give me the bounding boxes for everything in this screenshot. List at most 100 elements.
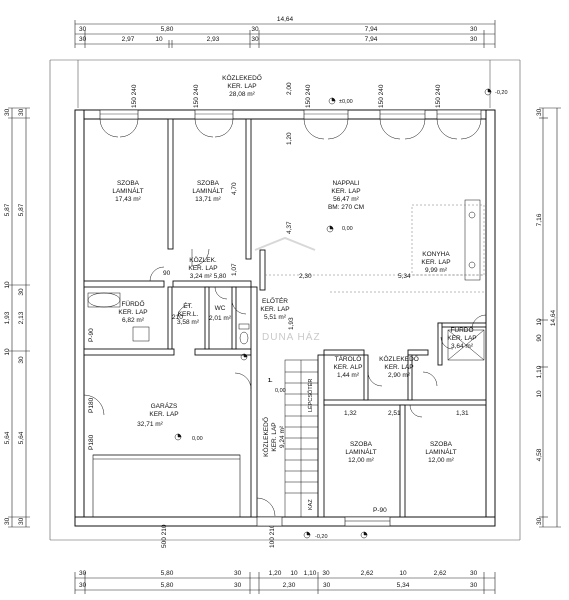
dim-bot-r1-d: 1,20: [269, 570, 282, 577]
dim-4-37: 4,37: [286, 221, 293, 234]
level-outside-bottom-label: -0,20: [315, 534, 328, 540]
dim-2-00: 2,00: [286, 82, 293, 95]
dim-bot-r1-h: 2,62: [361, 570, 374, 577]
kitchen-zone: [265, 204, 486, 293]
level-living-label: 0,00: [342, 226, 353, 232]
room-name: KÖZLEK.: [189, 256, 217, 264]
dim-bot-r2-f: 5,34: [397, 582, 410, 589]
left-dimensions: [8, 107, 30, 528]
room-area: 9,24 m²: [279, 425, 286, 448]
dim-210: 210: [172, 314, 183, 321]
dim-90: 90: [163, 270, 171, 277]
dim-left-r1-e: 10: [4, 348, 11, 356]
dim-left-r1-g: 30: [4, 517, 11, 525]
room-area: 56,47 m²: [333, 196, 359, 203]
watermark-text: DUNA HÁZ: [262, 330, 321, 343]
door-tag-p180-1: P180: [88, 397, 95, 413]
door-swings: [83, 248, 487, 517]
bottom-window: [344, 516, 391, 527]
room-floor: KER. LAP: [260, 306, 289, 313]
level-garage-label: 0,00: [192, 436, 203, 442]
dim-1-07: 1,07: [231, 263, 238, 276]
bottom-dimensions: [74, 572, 496, 594]
room-name: NAPPALI: [333, 180, 360, 187]
room-floor: KER. ALP: [334, 364, 363, 371]
room-name: SZOBA: [350, 441, 373, 448]
door-tag-p90-bottom: P-90: [373, 507, 387, 514]
dim-left-r2-g: 30: [18, 517, 25, 525]
door-tag-p180-2: P180: [88, 434, 95, 450]
dim-right-r1-e: 1,10: [536, 365, 543, 378]
room-area: 13,71 m²: [195, 196, 221, 203]
room-area: 1,44 m²: [337, 372, 360, 379]
room-area: 9,99 m²: [425, 267, 448, 274]
window-swings: [99, 118, 482, 140]
level-stair-label: 0,00: [275, 388, 286, 394]
room-storage: TÁROLÓ KER. ALP 1,44 m²: [334, 354, 363, 379]
dim-right-r1-c: 10: [536, 318, 543, 326]
room-floor: KER. LAP: [188, 265, 217, 272]
dim-top-r1-b: 5,80: [161, 26, 174, 33]
dim-top-r2-e: 30: [251, 36, 259, 43]
dim-right-r1-b: 7,16: [536, 213, 543, 226]
interior-walls: [83, 118, 487, 518]
dim-right-r1-h: 30: [536, 517, 543, 525]
room-name: TÁROLÓ: [335, 354, 362, 363]
dim-bot-r1-i: 10: [399, 570, 407, 577]
window-tag-3: 150 240: [305, 84, 312, 108]
dim-bot-r2-a: 30: [79, 582, 87, 589]
room-area: 3,64 m²: [451, 343, 474, 350]
room-name: FÜRDŐ: [121, 299, 144, 308]
room-name: GARÁZS: [151, 401, 178, 410]
room-bedroom-3: SZOBA LAMINÁLT 12,00 m²: [345, 441, 376, 464]
dim-top-r2-g: 30: [470, 36, 478, 43]
room-area: 12,00 m²: [428, 457, 454, 464]
dim-1-93: 1,93: [288, 317, 295, 330]
dim-right-r1-a: 30: [536, 108, 543, 116]
room-floor: LAMINÁLT: [425, 447, 456, 456]
room-floor: LAMINÁLT: [112, 186, 143, 195]
dim-right-r1-f: 10: [536, 390, 543, 398]
room-floor: KER. LAP: [421, 259, 450, 266]
dim-left-r1-c: 10: [4, 281, 11, 289]
dim-4-70: 4,70: [231, 182, 238, 195]
room-area: 2,90 m²: [388, 372, 411, 379]
room-name: ELŐTÉR: [262, 296, 288, 305]
room-garage: GARÁZS KER. LAP 32,71 m²: [137, 401, 178, 428]
dim-1-32: 1,32: [344, 410, 357, 417]
room-bedroom-4: SZOBA LAMINÁLT 12,00 m²: [425, 441, 456, 464]
dim-right-r1-d: 90: [536, 334, 543, 342]
dim-bot-r2-g: 30: [470, 582, 478, 589]
room-corridor-top: KÖZLEKEDŐ KER. LAP 28,08 m²: [222, 73, 262, 98]
room-name: ÉT.: [183, 301, 193, 310]
level-markers: [174, 88, 492, 539]
room-height: BM: 270 CM: [328, 204, 364, 211]
dim-bot-r1-j: 2,62: [434, 570, 447, 577]
room-name: FÜRDŐ: [450, 325, 473, 334]
garage-door: [92, 454, 241, 518]
room-floor: KER. LAP: [271, 422, 278, 451]
dim-left-r2-a: 30: [18, 108, 25, 116]
dim-left-r2-b: 5,87: [18, 203, 25, 216]
room-area: 6,82 m²: [122, 317, 145, 324]
window-tag-1: 150 240: [131, 84, 138, 108]
room-name: KÖZLEKEDŐ: [379, 354, 419, 363]
dim-top-r2-c: 10: [155, 36, 163, 43]
stair-number: 1.: [268, 378, 273, 384]
exterior-walls: [74, 109, 496, 527]
room-name: KONYHA: [422, 251, 450, 258]
dim-top-r1-d: 7,94: [365, 26, 378, 33]
room-area: 5,51 m²: [264, 314, 287, 321]
dim-bot-r1-e: 10: [290, 570, 298, 577]
dim-right-r1-g: 4,58: [536, 448, 543, 461]
room-floor: LAMINÁLT: [345, 447, 376, 456]
dim-top-r1-a: 30: [79, 26, 87, 33]
dim-bot-r2-c: 30: [234, 582, 242, 589]
dim-2-51: 2,51: [388, 410, 401, 417]
room-entrance-hall: ELŐTÉR KER. LAP 5,51 m²: [260, 296, 289, 321]
room-name: KÖZLEKEDŐ: [222, 73, 262, 82]
room-bathroom-2: FÜRDŐ KER. LAP 3,64 m²: [447, 325, 476, 350]
dim-left-r2-f: 5,64: [18, 431, 25, 444]
room-corridor-stair: KÖZLEKEDŐ KER. LAP 9,24 m²: [261, 417, 286, 457]
room-corridor-mid: KÖZLEKEDŐ KER. LAP 2,90 m²: [379, 354, 419, 379]
